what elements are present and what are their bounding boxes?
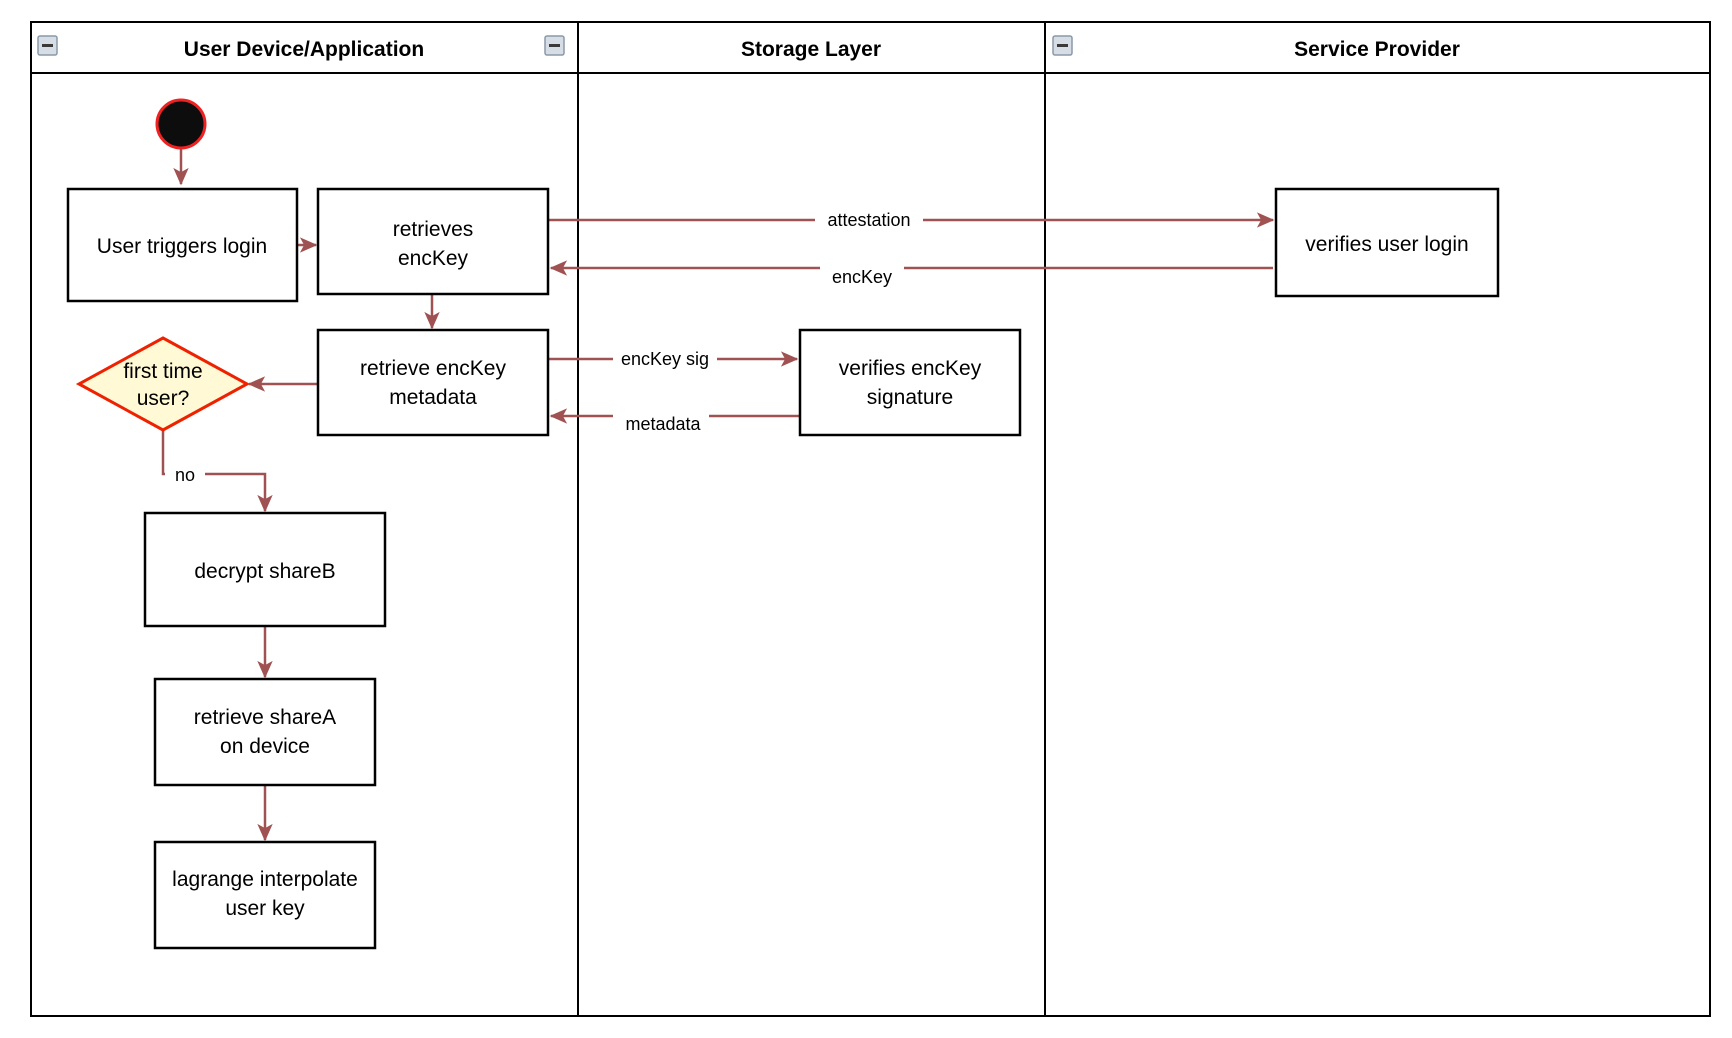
node-first-time-user-decision[interactable]: first time user? (75, 336, 251, 432)
node-label-retrieves-enckey-line2: encKey (398, 247, 469, 270)
node-label-retrieves-enckey-line1: retrieves (393, 218, 474, 241)
diagram-outer-frame (30, 21, 1711, 1017)
collapse-minus-icon[interactable] (544, 35, 565, 56)
edge-label-bg-enckey (820, 256, 904, 280)
diagram-nodes: User triggers login retrieves encKey ret… (66, 98, 1500, 950)
collapse-minus-icon[interactable] (1052, 35, 1073, 56)
node-lagrange-interpolate-user-key[interactable]: lagrange interpolate user key (153, 840, 377, 950)
node-label-verifies-enckey-signature-line2: signature (867, 386, 953, 409)
collapse-minus-icon[interactable] (37, 35, 58, 56)
node-user-triggers-login[interactable]: User triggers login (66, 187, 299, 303)
edge-label-enckey-sig: encKey sig (621, 349, 709, 369)
decision-diamond-shape[interactable] (75, 336, 251, 432)
node-verifies-enckey-signature[interactable]: verifies encKey signature (798, 328, 1022, 437)
node-label-verifies-user-login: verifies user login (1305, 233, 1468, 256)
edge-label-bg-enckey-sig (613, 347, 717, 371)
node-label-user-triggers-login: User triggers login (97, 235, 267, 258)
lane-header-user-device[interactable]: User Device/Application (37, 35, 424, 61)
node-retrieve-sharea-on-device[interactable]: retrieve shareA on device (153, 677, 377, 787)
node-verifies-user-login[interactable]: verifies user login (1274, 187, 1500, 298)
node-label-verifies-enckey-signature-line1: verifies encKey (839, 357, 982, 380)
node-retrieve-enckey-metadata[interactable]: retrieve encKey metadata (316, 328, 550, 437)
edge-label-attestation: attestation (827, 210, 910, 230)
node-retrieves-enckey[interactable]: retrieves encKey (316, 187, 550, 296)
edge-decision-no (161, 426, 273, 513)
node-label-retrieve-sharea-line2: on device (220, 735, 310, 758)
node-label-first-time-user-line1: first time (123, 360, 202, 383)
node-label-retrieve-enckey-metadata-line2: metadata (389, 386, 477, 409)
node-label-retrieve-enckey-metadata-line1: retrieve encKey (360, 357, 506, 380)
node-label-retrieve-sharea-line1: retrieve shareA (194, 706, 336, 729)
edge-label-bg-no (165, 462, 205, 486)
start-node[interactable] (155, 98, 207, 150)
edge-label-bg-attestation (815, 208, 923, 232)
lane-title-user-device: User Device/Application (184, 38, 424, 61)
swimlane-frame (30, 21, 1711, 1017)
edge-label-enckey: encKey (832, 267, 892, 287)
lane-title-storage-layer: Storage Layer (741, 38, 881, 61)
edge-label-no: no (175, 465, 195, 485)
edge-label-bg-metadata (613, 404, 709, 428)
node-decrypt-shareb[interactable]: decrypt shareB (143, 511, 387, 628)
lane-header-service-provider[interactable]: Service Provider (1052, 35, 1460, 61)
node-label-lagrange-line1: lagrange interpolate (172, 868, 358, 891)
lane-title-service-provider: Service Provider (1294, 38, 1460, 61)
node-label-decrypt-shareb: decrypt shareB (194, 560, 335, 583)
start-node-circle[interactable] (155, 98, 207, 150)
node-label-first-time-user-line2: user? (137, 387, 190, 410)
node-label-lagrange-line2: user key (225, 897, 305, 920)
lane-header-storage-layer[interactable]: Storage Layer (544, 35, 881, 61)
diagram-edges: attestation encKey encKey sig metadata n… (161, 139, 1275, 842)
edge-label-metadata: metadata (625, 414, 701, 434)
